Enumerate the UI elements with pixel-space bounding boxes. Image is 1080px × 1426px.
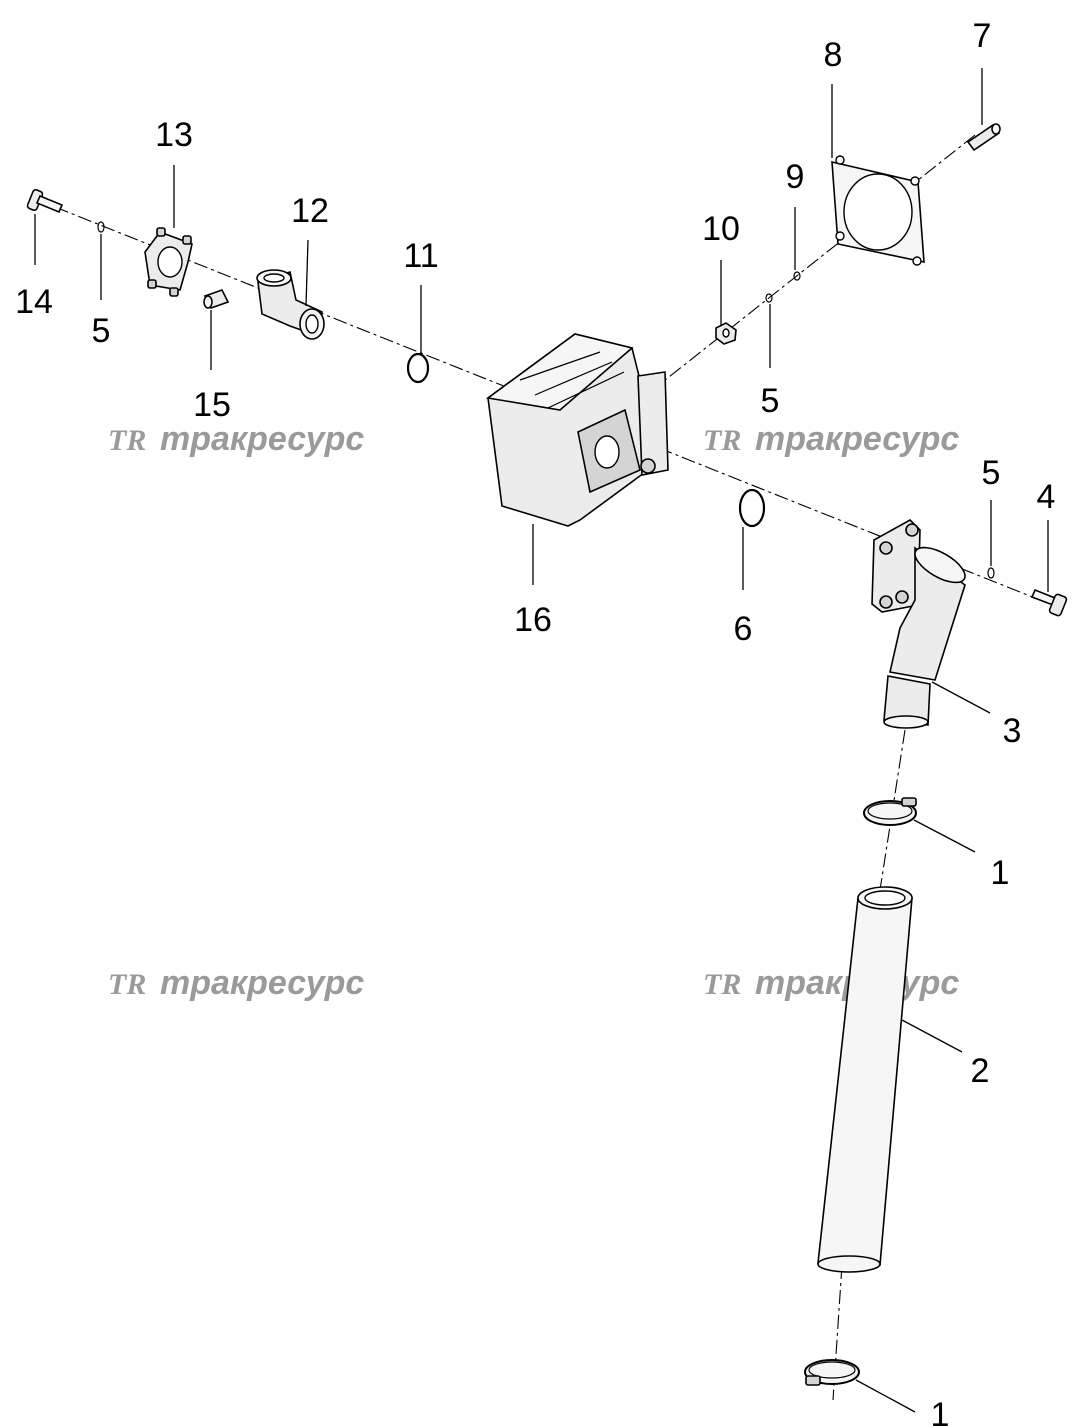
callout-5-left: 5 [92, 312, 111, 350]
part-14-bolt [26, 188, 64, 214]
callout-6: 6 [734, 610, 753, 648]
callout-15: 15 [193, 386, 231, 424]
watermark-text: тракресурс [160, 964, 364, 1002]
callout-11: 11 [403, 237, 438, 275]
callout-14: 14 [15, 283, 53, 321]
watermark-logo: TR [108, 968, 146, 1001]
part-9-washer [793, 271, 801, 281]
part-7-pin [966, 123, 1001, 152]
callout-10: 10 [702, 210, 740, 248]
assembly-axes [54, 134, 1041, 1401]
watermark-logo: TR [703, 424, 741, 457]
watermark-bottom-right: TR тракресурс [703, 964, 959, 1002]
callout-1-lower: 1 [931, 1396, 950, 1426]
watermark-text: тракресурс [160, 420, 364, 458]
watermark-top-left: TR тракресурс [108, 420, 364, 458]
part-8-gasket [831, 155, 925, 266]
watermark-logo: TR [108, 424, 146, 457]
callout-4: 4 [1037, 478, 1056, 516]
part-1-clamp-lower [804, 1359, 860, 1386]
watermark-top-right: TR тракресурс [703, 420, 959, 458]
part-2-hose [817, 886, 913, 1273]
part-16-pump [486, 333, 669, 527]
callout-5-middle: 5 [761, 382, 780, 420]
watermark-bottom-left: TR тракресурс [108, 964, 364, 1002]
callout-12: 12 [291, 192, 329, 230]
callout-9: 9 [786, 158, 805, 196]
callout-1-upper: 1 [991, 854, 1010, 892]
watermark-logo: TR [703, 968, 741, 1001]
part-15-plug [203, 289, 230, 309]
part-1-clamp-upper [863, 797, 917, 826]
part-12-elbow [256, 269, 325, 340]
part-13-flange [144, 227, 193, 297]
part-3-suction-elbow [871, 519, 966, 729]
callout-8: 8 [824, 36, 843, 74]
callout-labels: 1 1 2 3 4 5 5 5 6 7 8 9 10 11 12 13 14 1… [15, 17, 1055, 1426]
part-4-bolt [1030, 588, 1068, 617]
part-5-washer-upper [765, 293, 773, 303]
part-5-washer-left [97, 221, 105, 233]
callout-5-right: 5 [982, 454, 1001, 492]
callout-3: 3 [1003, 712, 1022, 750]
callout-7: 7 [973, 17, 992, 55]
callout-16: 16 [514, 601, 552, 639]
part-6-o-ring [738, 488, 766, 528]
part-5-washer-right [987, 567, 995, 579]
leader-lines [34, 68, 1049, 1413]
upper-right-axis [649, 134, 976, 393]
callout-2: 2 [971, 1052, 990, 1090]
callout-13: 13 [155, 116, 193, 154]
watermark-text: тракресурс [755, 420, 959, 458]
part-11-o-ring [406, 352, 430, 384]
part-10-nut [715, 322, 737, 345]
